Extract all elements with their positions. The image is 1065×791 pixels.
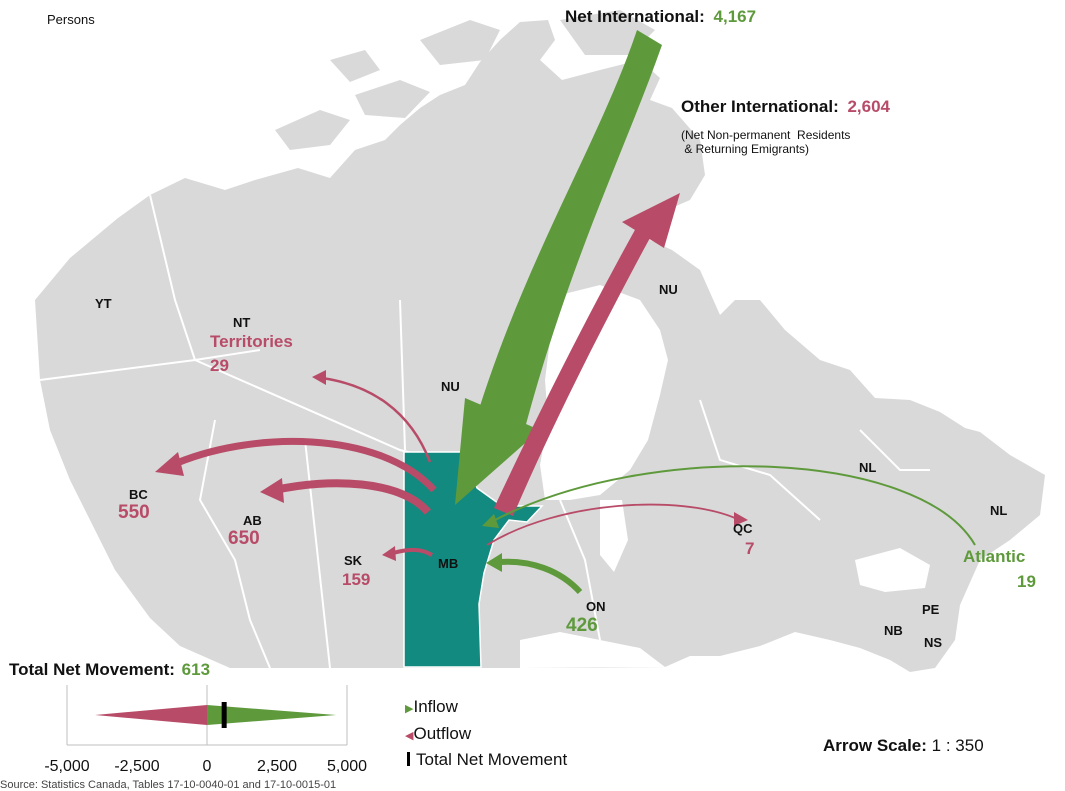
legend-outflow-text: Outflow [413,724,472,743]
province-sk: SK [344,553,363,568]
net-movement-marker [221,702,227,728]
james-bay [600,500,628,572]
inflow-triangle-icon: ▶ [405,703,414,715]
scale-tick-labels: -5,000 -2,500 0 2,500 5,000 [44,758,367,775]
net-marker-icon [407,752,410,766]
legend-inflow: ▶Inflow [405,698,458,715]
province-nt: NT [233,315,251,330]
net-international-value: 4,167 [713,7,757,26]
province-ab: AB [243,513,262,528]
gulf-st-lawrence [855,548,930,592]
manitoba-shape [403,451,544,668]
arrow-scale-label: Arrow Scale: [823,736,927,755]
scale-axis [66,685,348,746]
provincial-borders [39,194,930,669]
atlantic-value: 19 [1017,572,1036,591]
net-movement-scale-chart: -5,000 -2,500 0 2,500 5,000 [44,685,367,775]
province-nl-labrador: NL [859,460,877,475]
other-international-label: Other International: 2,604 [681,98,890,115]
arrow-scale-value: 1 : 350 [931,736,984,755]
province-ns: NS [924,635,943,650]
outflow-triangle-icon: ◀ [405,730,414,742]
water-bodies [520,285,930,668]
net-international-title: Net International: [565,7,705,26]
arrow-other-international [494,228,651,516]
arrow-qc [486,503,736,546]
great-lakes [520,632,665,668]
arctic-islands [275,10,655,150]
arrow-bc [168,437,437,493]
province-yt: YT [95,296,112,311]
province-mb: MB [438,556,459,571]
total-title: Total Net Movement: [9,660,175,679]
territories-value: 29 [210,356,229,375]
province-qc: QC [733,521,753,536]
legend-inflow-text: Inflow [413,697,458,716]
other-international-value: 2,604 [847,97,891,116]
scale-tick-label: 5,000 [327,758,367,775]
total-net-movement-label: Total Net Movement: 613 [9,661,210,678]
arrow-net-international [480,30,662,428]
inflow-wedge [207,705,337,725]
qc-value: 7 [745,539,755,558]
net-international-label: Net International: 4,167 [565,8,756,25]
other-international-title: Other International: [681,97,839,116]
scale-tick-label: -5,000 [44,758,89,775]
province-nu-east: NU [659,282,678,297]
other-international-note: (Net Non-permanent Residents & Returning… [681,128,850,156]
legend-total-text: Total Net Movement [416,750,568,769]
ab-value: 650 [228,528,260,549]
province-nl-island: NL [990,503,1008,518]
territories-name: Territories [210,332,293,351]
outflow-wedge [95,705,207,725]
units-label: Persons [47,12,95,27]
total-value: 613 [181,660,211,679]
on-value: 426 [566,615,598,636]
province-pe: PE [922,602,940,617]
sk-value: 159 [342,570,371,589]
source-note: Source: Statistics Canada, Tables 17-10-… [0,779,337,791]
legend-total: Total Net Movement [407,751,567,768]
note-line1: (Net Non-permanent Residents [681,128,851,142]
province-bc: BC [129,487,148,502]
province-nb: NB [884,623,903,638]
arrow-territories [321,376,432,463]
arrow-ab [274,479,432,515]
note-line2: & Returning Emigrants) [681,142,810,156]
province-nu-west: NU [441,379,460,394]
scale-tick-label: 2,500 [257,758,297,775]
arrow-scale: Arrow Scale: 1 : 350 [823,737,984,754]
legend-outflow: ◀Outflow [405,725,471,742]
hudson-bay [540,285,668,500]
arrow-on [499,558,583,595]
scale-tick-label: -2,500 [114,758,159,775]
scale-tick-label: 0 [203,758,212,775]
flow-arrows [155,30,976,595]
arrow-sk [392,547,434,557]
bc-value: 550 [118,502,150,523]
arrow-atlantic [494,465,976,546]
atlantic-name: Atlantic [963,547,1026,566]
province-on: ON [586,599,606,614]
